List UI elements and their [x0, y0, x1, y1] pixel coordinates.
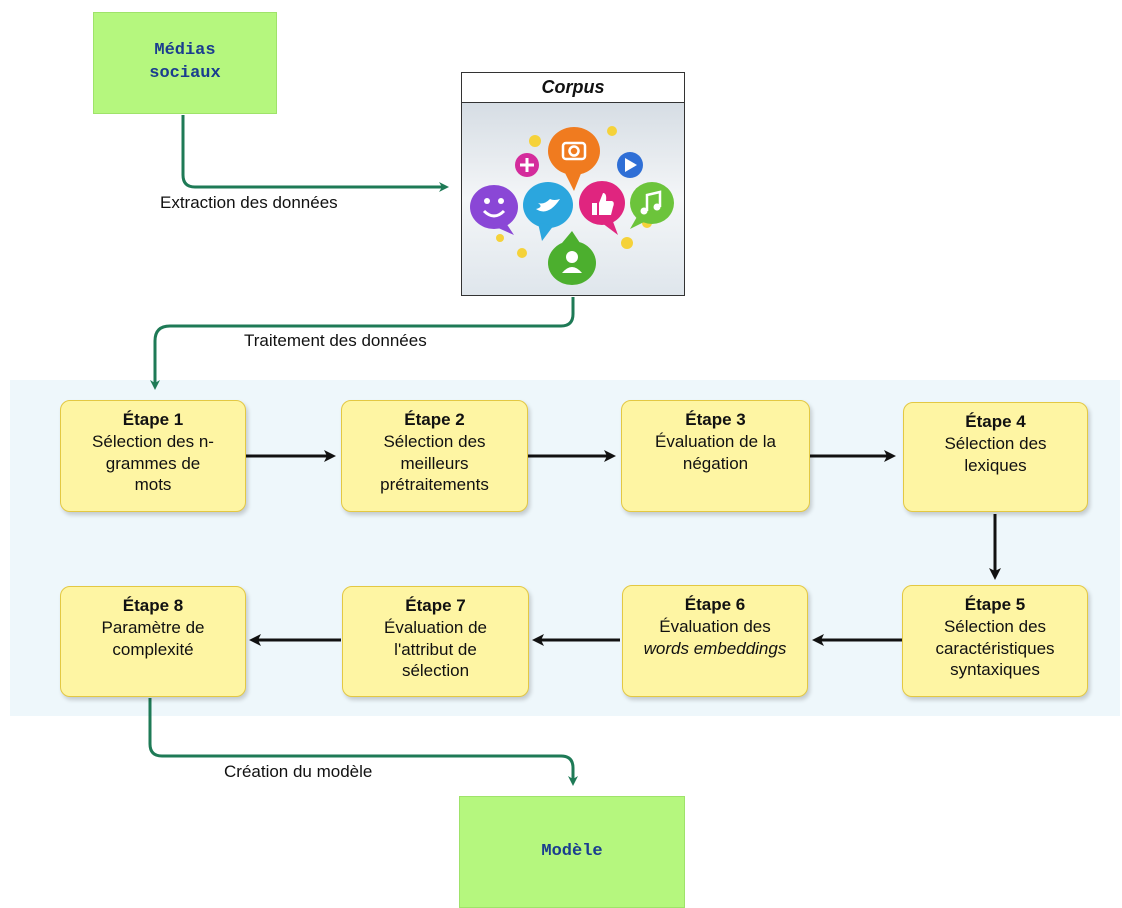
step-7-desc: Évaluation de l'attribut de sélection	[383, 617, 488, 681]
step-1-title: Étape 1	[122, 410, 184, 429]
smiley-icon	[470, 185, 518, 235]
play-icon	[617, 152, 643, 178]
step-5-title: Étape 5	[964, 595, 1026, 614]
step-6-desc: Évaluation des words embeddings	[629, 616, 801, 660]
step-3-desc: Évaluation de la négation	[655, 431, 776, 473]
music-icon	[630, 182, 674, 229]
step-1: Étape 1 Sélection des n-grammes de mots	[60, 400, 246, 512]
social-media-box: Médias sociaux	[93, 12, 277, 114]
model-creation-arrow	[148, 698, 578, 786]
camera-icon	[548, 127, 600, 191]
extraction-label: Extraction des données	[160, 193, 338, 212]
step-7: Étape 7 Évaluation de l'attribut de séle…	[342, 586, 529, 697]
step-7-title: Étape 7	[405, 596, 466, 615]
step-8-desc: Paramètre de complexité	[101, 617, 205, 659]
step-5-desc: Sélection des caractéristiques syntaxiqu…	[935, 616, 1055, 680]
step-6: Étape 6 Évaluation des words embeddings	[622, 585, 808, 697]
step-2-desc: Sélection des meilleurs prétraitements	[380, 431, 489, 495]
step-6-desc-text: Évaluation des	[659, 616, 771, 636]
social-icons-illustration	[462, 103, 684, 295]
extraction-arrow	[181, 115, 449, 192]
model-creation-label: Création du modèle	[224, 762, 373, 781]
step-4: Étape 4 Sélection des lexiques	[903, 402, 1088, 512]
user-icon	[548, 231, 596, 285]
model-label: Modèle	[541, 841, 603, 861]
step-5: Étape 5 Sélection des caractéristiques s…	[902, 585, 1088, 697]
step-2: Étape 2 Sélection des meilleurs prétrait…	[341, 400, 528, 512]
corpus-title: Corpus	[462, 73, 684, 103]
model-box: Modèle	[459, 796, 685, 908]
step-2-title: Étape 2	[404, 410, 465, 429]
social-media-label: Médias sociaux	[149, 41, 221, 83]
corpus-box: Corpus	[461, 72, 685, 296]
step-8-title: Étape 8	[122, 596, 184, 615]
twitter-bird-icon	[523, 182, 573, 241]
like-icon	[579, 181, 625, 235]
processing-label: Traitement des données	[244, 331, 427, 350]
step-8: Étape 8 Paramètre de complexité	[60, 586, 246, 697]
plus-icon	[515, 153, 539, 177]
step-3-title: Étape 3	[685, 410, 746, 429]
processing-arrow	[150, 297, 575, 390]
step-6-desc-italic: words embeddings	[643, 638, 787, 658]
step-4-title: Étape 4	[965, 412, 1026, 431]
step-4-desc: Sélection des lexiques	[944, 433, 1047, 475]
step-6-title: Étape 6	[684, 595, 746, 614]
step-1-desc: Sélection des n-grammes de mots	[92, 431, 214, 495]
step-3: Étape 3 Évaluation de la négation	[621, 400, 810, 512]
